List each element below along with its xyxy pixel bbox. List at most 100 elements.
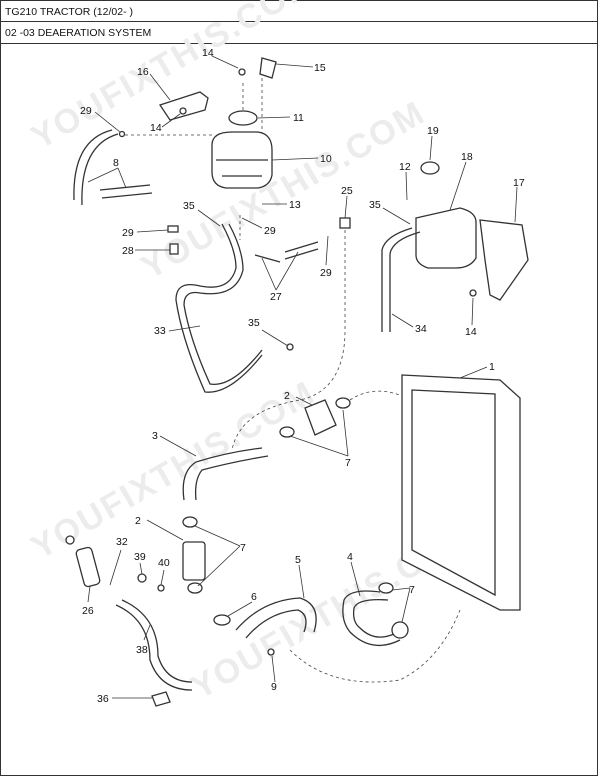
callout-27: 27 — [270, 291, 282, 303]
leader-39 — [139, 562, 143, 575]
callout-17: 17 — [513, 177, 525, 189]
leader-17 — [514, 186, 518, 223]
exploded-parts-diagram: 1 2 2 3 4 5 6 7 7 7 8 9 10 11 12 13 14 1… — [65, 47, 529, 707]
callout-11: 11 — [293, 112, 304, 124]
clamp-7-a — [335, 397, 351, 409]
callout-14-right: 14 — [465, 326, 477, 338]
leader-1 — [459, 366, 488, 379]
hose-4 — [342, 590, 401, 647]
dashed-line-radiator-bottom — [289, 609, 461, 683]
bracket-15 — [259, 57, 277, 79]
leader-4 — [350, 561, 361, 597]
clip-29-top — [118, 130, 126, 138]
callout-2-upper: 2 — [284, 390, 290, 402]
leader-40 — [160, 569, 165, 586]
leader-14c — [471, 297, 474, 326]
leader-14a — [211, 55, 239, 69]
leader-35b — [261, 329, 289, 347]
callout-26: 26 — [82, 605, 94, 617]
radiator — [401, 374, 521, 611]
fitting-40 — [157, 584, 165, 592]
hose-2-lower — [182, 541, 206, 581]
fitting-25 — [339, 217, 351, 229]
clamp-7-e — [378, 582, 394, 594]
screw-9 — [267, 648, 275, 656]
callout-10: 10 — [320, 153, 332, 165]
section-title: 02 -03 DEAERATION SYSTEM — [0, 22, 598, 44]
callout-3: 3 — [152, 430, 158, 442]
leader-18 — [449, 161, 467, 211]
leader-35a — [197, 209, 221, 227]
callout-16: 16 — [137, 66, 149, 78]
clamp-7-b — [279, 426, 295, 438]
leader-38 — [143, 624, 151, 641]
callout-19: 19 — [427, 125, 439, 137]
callout-35-a: 35 — [183, 200, 195, 212]
leader-29d — [325, 235, 329, 266]
callout-15: 15 — [314, 62, 326, 74]
fitting-29 — [167, 225, 179, 233]
bracket-17 — [479, 219, 529, 301]
hose-8 — [73, 129, 119, 206]
leader-12 — [405, 171, 408, 201]
callout-14-top: 14 — [202, 47, 214, 59]
hose-8b — [99, 184, 153, 199]
callout-40: 40 — [158, 557, 170, 569]
leader-34 — [391, 313, 414, 328]
leader-3 — [159, 435, 197, 457]
callout-4: 4 — [347, 551, 353, 563]
callout-18: 18 — [461, 151, 473, 163]
callout-39: 39 — [134, 551, 146, 563]
leader-14b — [161, 113, 181, 128]
screw-14-right — [469, 289, 477, 297]
hose-33 — [175, 223, 263, 393]
callout-29-b: 29 — [122, 227, 134, 239]
clamp-7-f — [391, 621, 409, 639]
callout-14-left: 14 — [150, 122, 162, 134]
leader-7b — [194, 525, 241, 587]
callout-13: 13 — [289, 199, 301, 211]
clip-32 — [65, 535, 75, 545]
hose-3 — [182, 447, 269, 501]
leader-11 — [257, 116, 291, 119]
hose-26 — [75, 546, 101, 588]
leader-32 — [109, 549, 122, 586]
pipe-38 — [115, 599, 193, 691]
callout-29-a: 29 — [80, 105, 92, 117]
leader-29c — [241, 217, 263, 229]
callout-7-upper: 7 — [345, 457, 351, 469]
callout-35-b: 35 — [248, 317, 260, 329]
callout-25: 25 — [341, 185, 353, 197]
leader-29a — [94, 111, 121, 133]
leader-9 — [271, 655, 276, 683]
callout-9: 9 — [271, 681, 277, 693]
callout-1: 1 — [489, 361, 495, 373]
expansion-tank — [415, 207, 477, 269]
callout-34: 34 — [415, 323, 427, 335]
clamp-7-c — [182, 516, 198, 528]
leader-33 — [168, 325, 201, 332]
clip-35-mid — [286, 343, 294, 351]
fitting-39 — [137, 573, 147, 583]
leader-29b — [136, 229, 169, 233]
leader-10 — [271, 157, 319, 161]
callout-7-right: 7 — [409, 584, 415, 596]
tank-rib — [216, 159, 268, 177]
leader-8 — [87, 167, 127, 189]
leader-35c — [382, 207, 411, 225]
callout-5: 5 — [295, 554, 301, 566]
callout-7-lower: 7 — [240, 542, 246, 554]
radiator-core — [411, 389, 496, 597]
callout-6: 6 — [251, 591, 257, 603]
filler-cap — [228, 110, 258, 126]
callout-33: 33 — [154, 325, 166, 337]
dashed-line-hose35 — [231, 230, 346, 451]
leader-16 — [149, 73, 171, 101]
callout-12: 12 — [399, 161, 411, 173]
screw-14-left — [179, 107, 187, 115]
leader-19 — [429, 135, 433, 161]
callout-29-d: 29 — [320, 267, 332, 279]
leader-15 — [275, 63, 314, 68]
bracket-16 — [158, 91, 209, 121]
leader-7c — [391, 587, 411, 623]
